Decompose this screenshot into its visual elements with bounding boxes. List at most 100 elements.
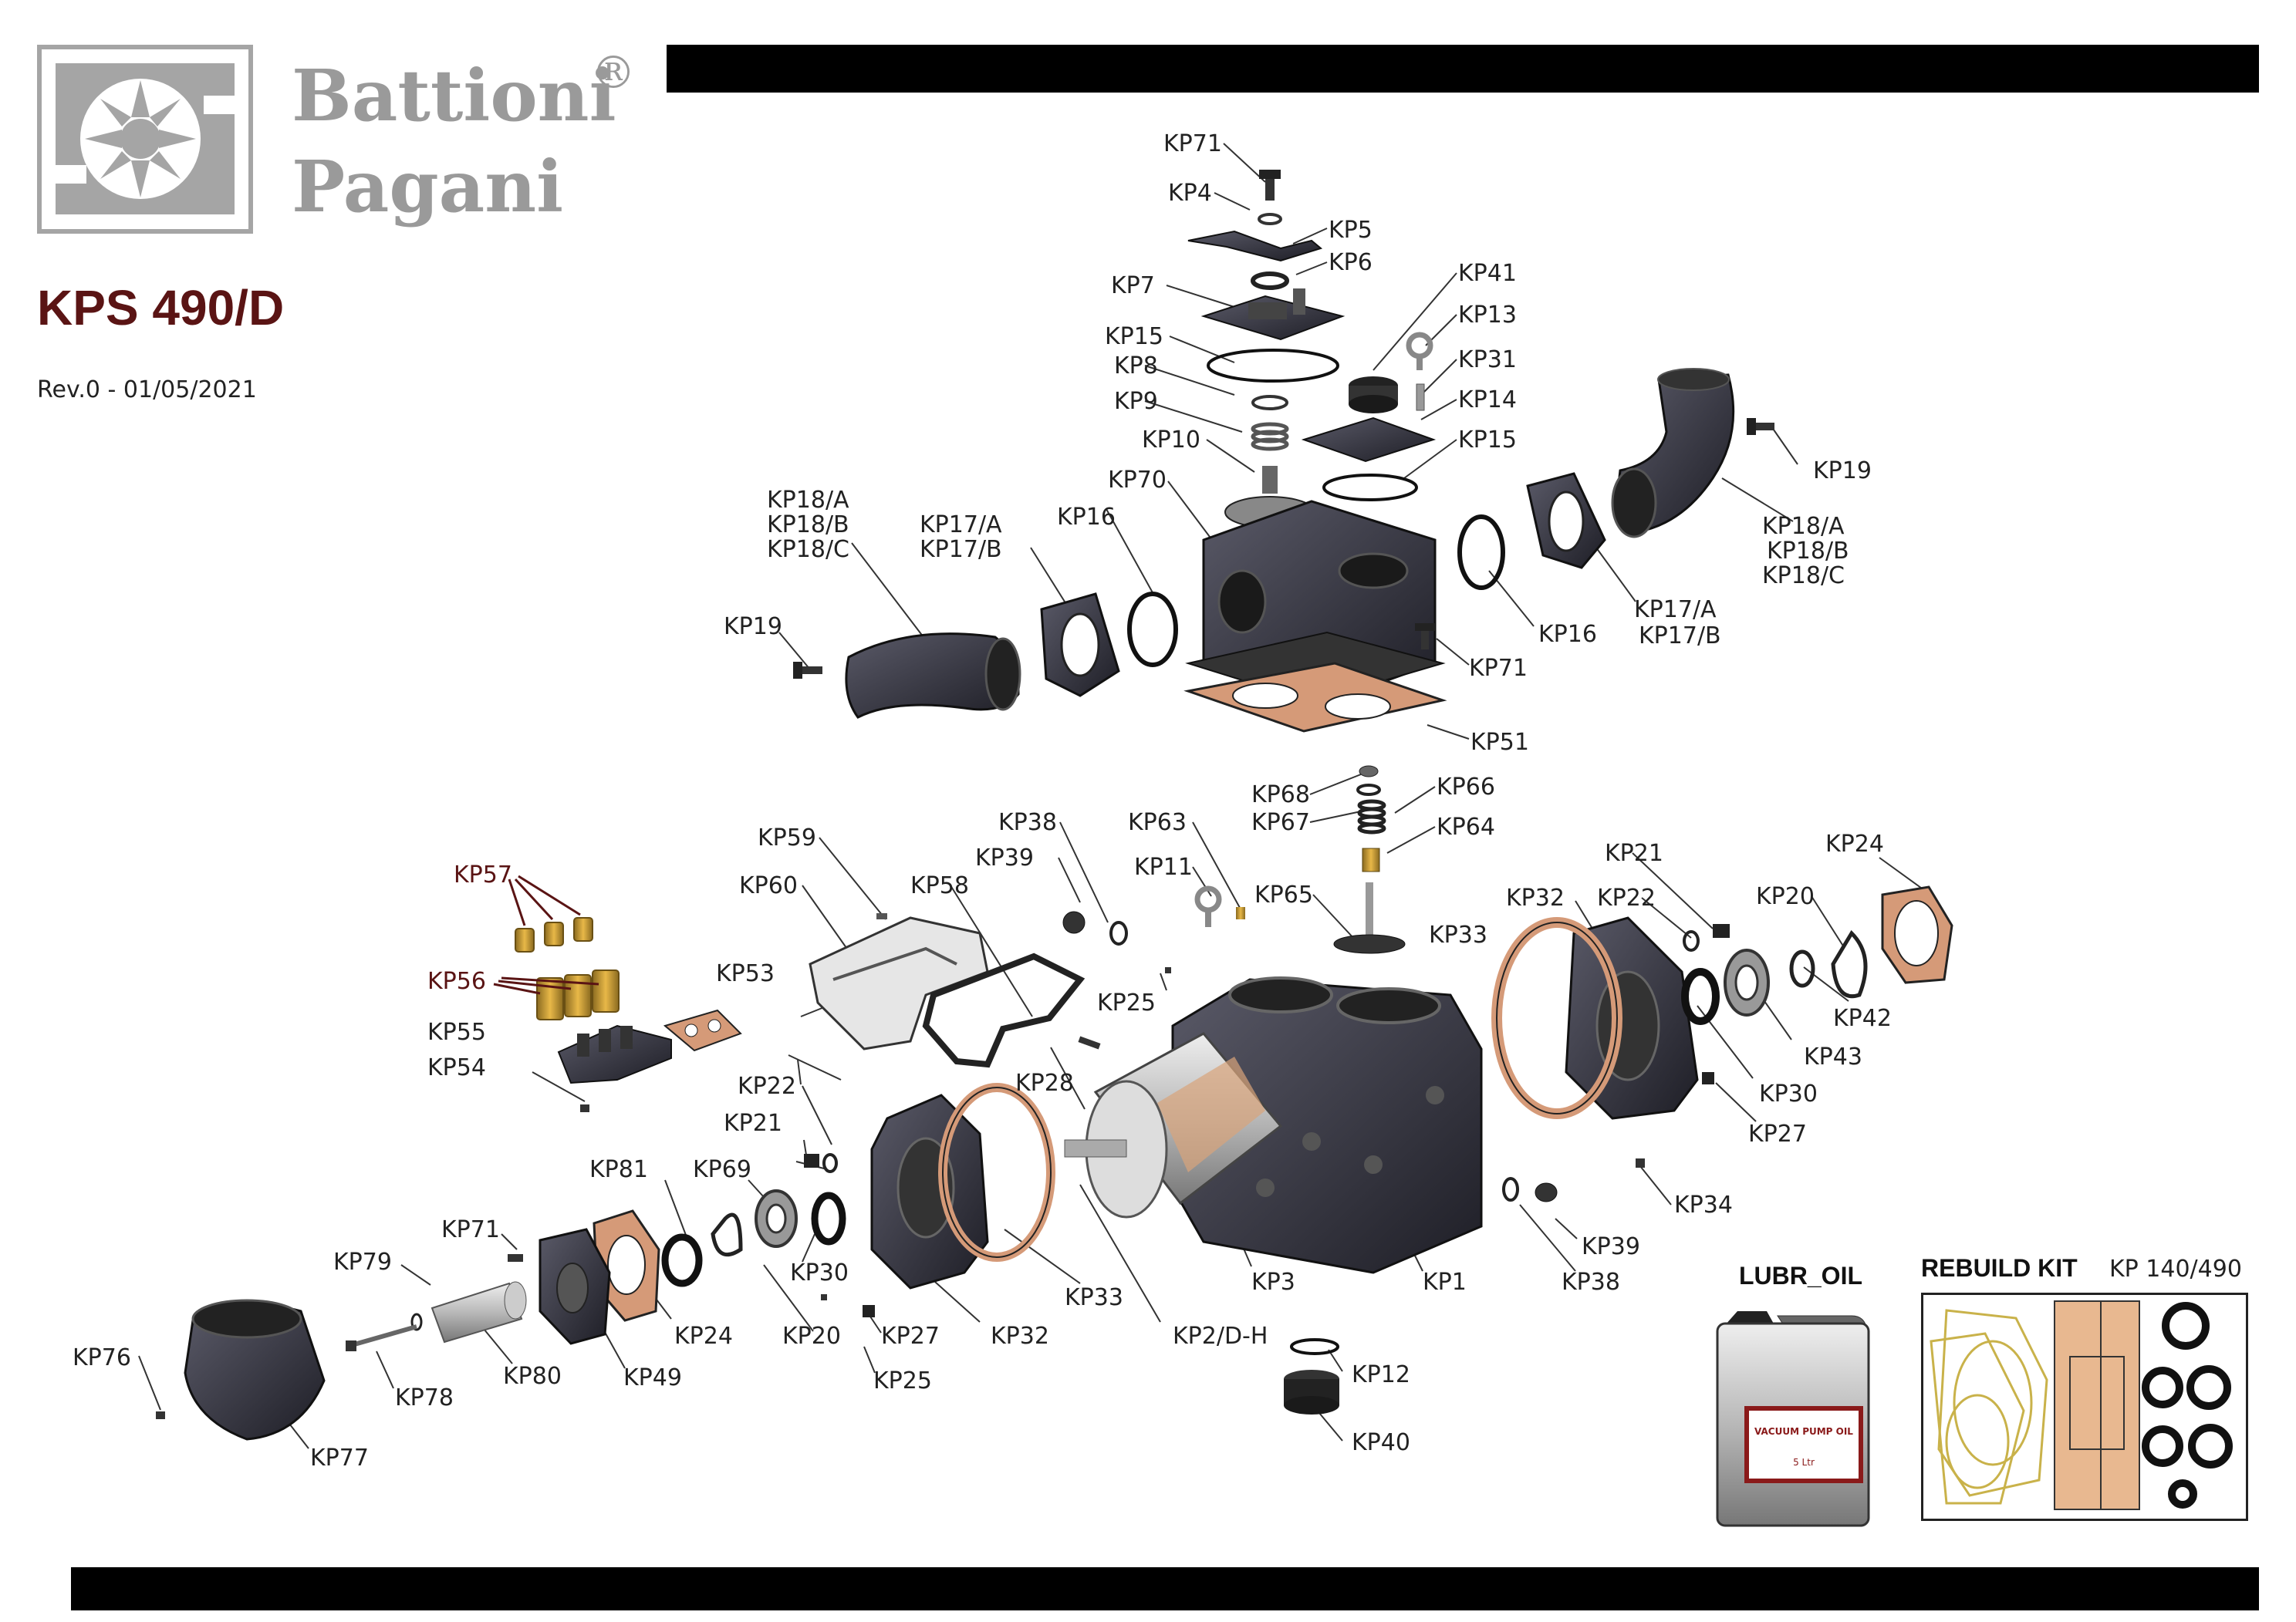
label-kp58: KP58 [910,872,969,899]
label-kp59: KP59 [758,824,816,851]
part-kp54-screw [580,1104,589,1112]
part-kp28-key [1078,1036,1101,1050]
label-kp19-right: KP19 [1813,457,1872,484]
label-kp49: KP49 [623,1364,682,1391]
label-kp31: KP31 [1458,346,1517,373]
label-kp4: KP4 [1168,180,1212,207]
part-kp63-nipple [1236,907,1245,919]
label-kp20-right: KP20 [1756,883,1815,910]
part-kp3-rotor [1064,1032,1283,1219]
part-kp71-bolt-side [1415,623,1435,649]
part-kp27-bolt-right [1702,1072,1714,1084]
part-kp39-plug-top [1062,911,1086,934]
part-kp19-bolt-left [793,662,822,679]
label-kp28: KP28 [1015,1070,1074,1097]
lubricating-oil-can: VACUUM PUMP OIL 5 Ltr [1716,1311,1870,1527]
part-kp66-spring [1357,799,1386,835]
label-kp2-dh: KP2/D-H [1173,1323,1268,1350]
part-kp13-eyebolt [1406,332,1433,370]
part-kp41-cap [1349,376,1398,413]
part-kp42-circlip [1789,949,1815,988]
part-kp1-pump-body [1171,976,1483,1274]
label-kp33-right: KP33 [1429,922,1487,949]
label-kp9: KP9 [1114,388,1158,415]
part-kp40-drain-cap [1284,1370,1339,1415]
part-kp78-bolt-long [346,1324,417,1351]
label-kp81: KP81 [589,1156,648,1183]
part-kp33-gasket-right-edge [1496,922,1618,1114]
part-kp57-filters [515,917,593,953]
part-kp55-manifold [557,1024,672,1084]
label-kp70: KP70 [1108,467,1167,494]
label-kp18c-right: KP18/C [1762,562,1845,589]
part-kp79-ring [410,1313,423,1331]
oil-can-label: VACUUM PUMP OIL [1754,1426,1853,1437]
label-kp5: KP5 [1329,217,1373,244]
part-kp18-elbow-left [845,632,1021,719]
label-kp68: KP68 [1251,781,1310,808]
label-kp16-right: KP16 [1538,621,1597,648]
label-kp69: KP69 [693,1156,751,1183]
part-kp20-circlip-left [711,1212,743,1257]
kp57-arrows [493,875,599,995]
part-kp17-flange-left [1040,592,1120,697]
part-kp38-ring-bottom [1502,1177,1519,1202]
part-kp30-seal-right [1681,968,1720,1025]
label-kp33-left: KP33 [1065,1284,1123,1311]
label-kp6: KP6 [1329,249,1373,276]
label-kp7: KP7 [1111,272,1155,299]
rebuild-kit-box [1921,1293,2248,1521]
label-kp24-left: KP24 [674,1323,733,1350]
label-kp11: KP11 [1134,854,1193,881]
part-kp16-oring-left [1127,592,1178,667]
label-kp30-right: KP30 [1759,1081,1818,1108]
label-kp66: KP66 [1437,774,1495,801]
part-kp32-endplate-right [1565,916,1699,1120]
header-bar [667,45,2259,93]
label-kp21-left: KP21 [724,1110,782,1137]
label-kp22-left: KP22 [738,1073,796,1100]
label-kp20-left: KP20 [782,1323,841,1350]
label-kp27-left: KP27 [881,1323,940,1350]
label-kp51: KP51 [1470,729,1529,756]
label-kp32-right: KP32 [1506,885,1565,912]
part-kp11-eyebolt [1194,885,1222,927]
label-kp30-left: KP30 [790,1259,849,1286]
label-kp56: KP56 [427,968,486,995]
label-kp41: KP41 [1458,260,1517,287]
part-kp33-gasket-left-edge [942,1087,1052,1258]
part-kp25-pin [1165,967,1171,973]
part-kp58-gasket [922,953,1086,1068]
part-kp76-screw [156,1411,165,1419]
label-kp79: KP79 [333,1249,392,1276]
leader-lines [138,143,1925,1449]
part-kp30-seal-left [811,1192,846,1246]
label-kp40: KP40 [1352,1429,1410,1456]
part-kp64-seat [1362,848,1380,872]
oil-can-volume: 5 Ltr [1793,1457,1815,1468]
part-kp18-elbow-right [1611,368,1735,538]
label-kp3: KP3 [1251,1269,1295,1296]
part-kp7-cover [1200,288,1346,341]
part-kp71-bolt-top [1259,170,1281,201]
part-kp31-pin [1416,383,1425,411]
label-kp39-bottom: KP39 [1582,1233,1640,1260]
rebuild-kit-parts-icon [1930,1300,2233,1510]
label-kp17b-right: KP17/B [1639,622,1721,649]
label-kp22-right: KP22 [1597,885,1656,912]
label-kp8: KP8 [1114,352,1158,379]
brand-logo-icon [56,63,235,214]
label-kp78: KP78 [395,1384,454,1411]
part-kp51-gasket [1183,662,1447,733]
part-kp8-ring [1251,395,1288,410]
label-kp13: KP13 [1458,302,1517,329]
label-kp67: KP67 [1251,809,1310,836]
part-kp32-endplate-left [870,1094,989,1290]
label-kp17b-left: KP17/B [920,536,1002,563]
part-kp34-screw [1636,1158,1645,1168]
label-kp38-top: KP38 [998,809,1057,836]
label-kp64: KP64 [1437,814,1495,841]
label-kp32-left: KP32 [991,1323,1049,1350]
label-kp14: KP14 [1458,386,1517,413]
label-kp18b-right: KP18/B [1767,538,1849,565]
